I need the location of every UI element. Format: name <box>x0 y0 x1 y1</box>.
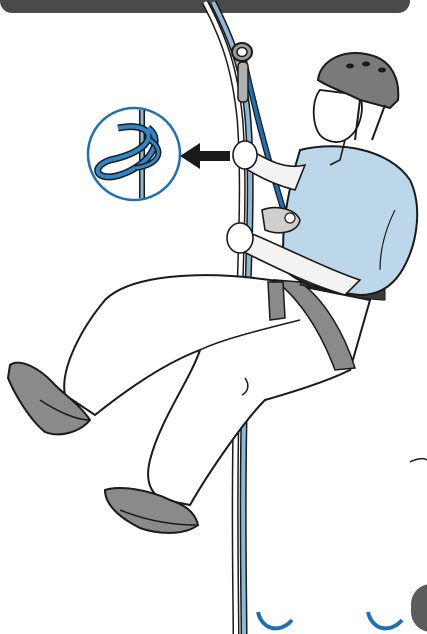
direction-arrow-icon <box>180 143 230 169</box>
bottom-rope-curves <box>258 612 402 628</box>
knot-detail-icon <box>88 108 180 200</box>
edge-line <box>410 459 427 462</box>
